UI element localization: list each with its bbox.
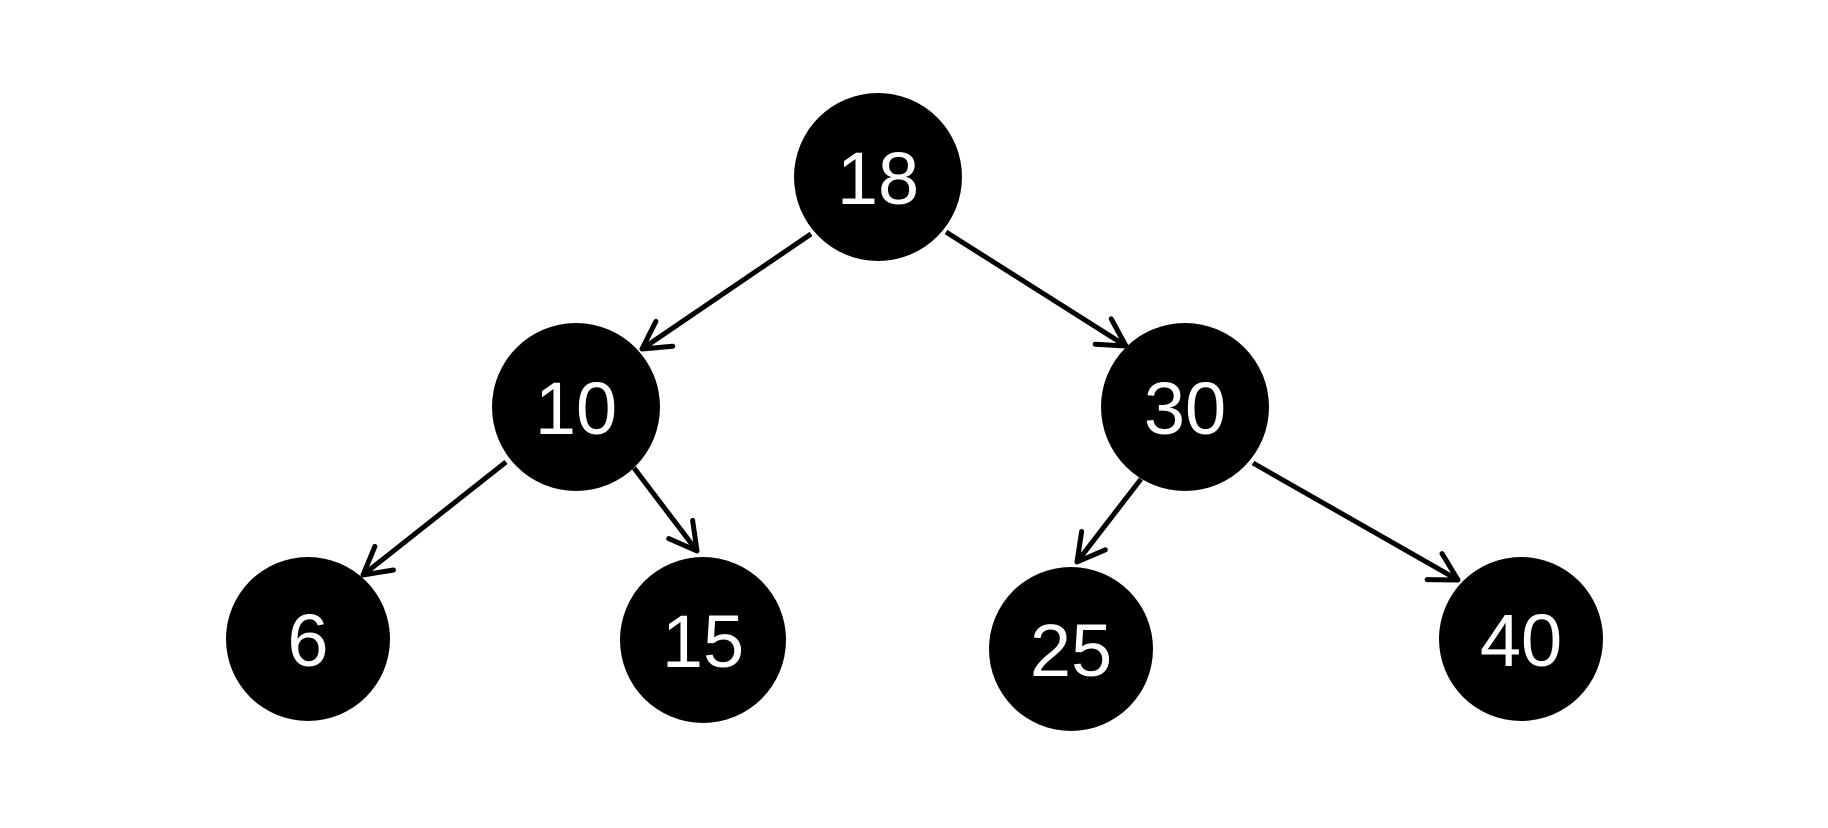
tree-node-30: 30	[1101, 323, 1269, 491]
node-value-15: 15	[662, 600, 744, 683]
tree-node-18: 18	[794, 93, 962, 261]
edge-30-40	[1251, 460, 1461, 583]
edge-30-25	[1074, 477, 1143, 565]
node-circle-18	[794, 93, 962, 261]
node-value-25: 25	[1030, 609, 1112, 692]
node-value-40: 40	[1480, 599, 1562, 682]
tree-node-10: 10	[492, 323, 660, 491]
node-circle-6	[226, 557, 390, 721]
edge-18-30	[944, 229, 1129, 349]
edge-10-6	[360, 460, 508, 578]
tree-edges	[360, 229, 1461, 583]
tree-node-40: 40	[1439, 557, 1603, 721]
tree-node-25: 25	[989, 567, 1153, 731]
edge-10-15	[632, 466, 700, 554]
node-circle-40	[1439, 557, 1603, 721]
node-circle-10	[492, 323, 660, 491]
node-circle-15	[620, 557, 786, 723]
edge-18-10	[639, 231, 813, 352]
tree-node-15: 15	[620, 557, 786, 723]
node-value-10: 10	[535, 367, 617, 450]
node-circle-25	[989, 567, 1153, 731]
node-value-30: 30	[1144, 367, 1226, 450]
tree-node-6: 6	[226, 557, 390, 721]
node-value-6: 6	[287, 599, 328, 682]
node-value-18: 18	[837, 137, 919, 220]
node-circle-30	[1101, 323, 1269, 491]
